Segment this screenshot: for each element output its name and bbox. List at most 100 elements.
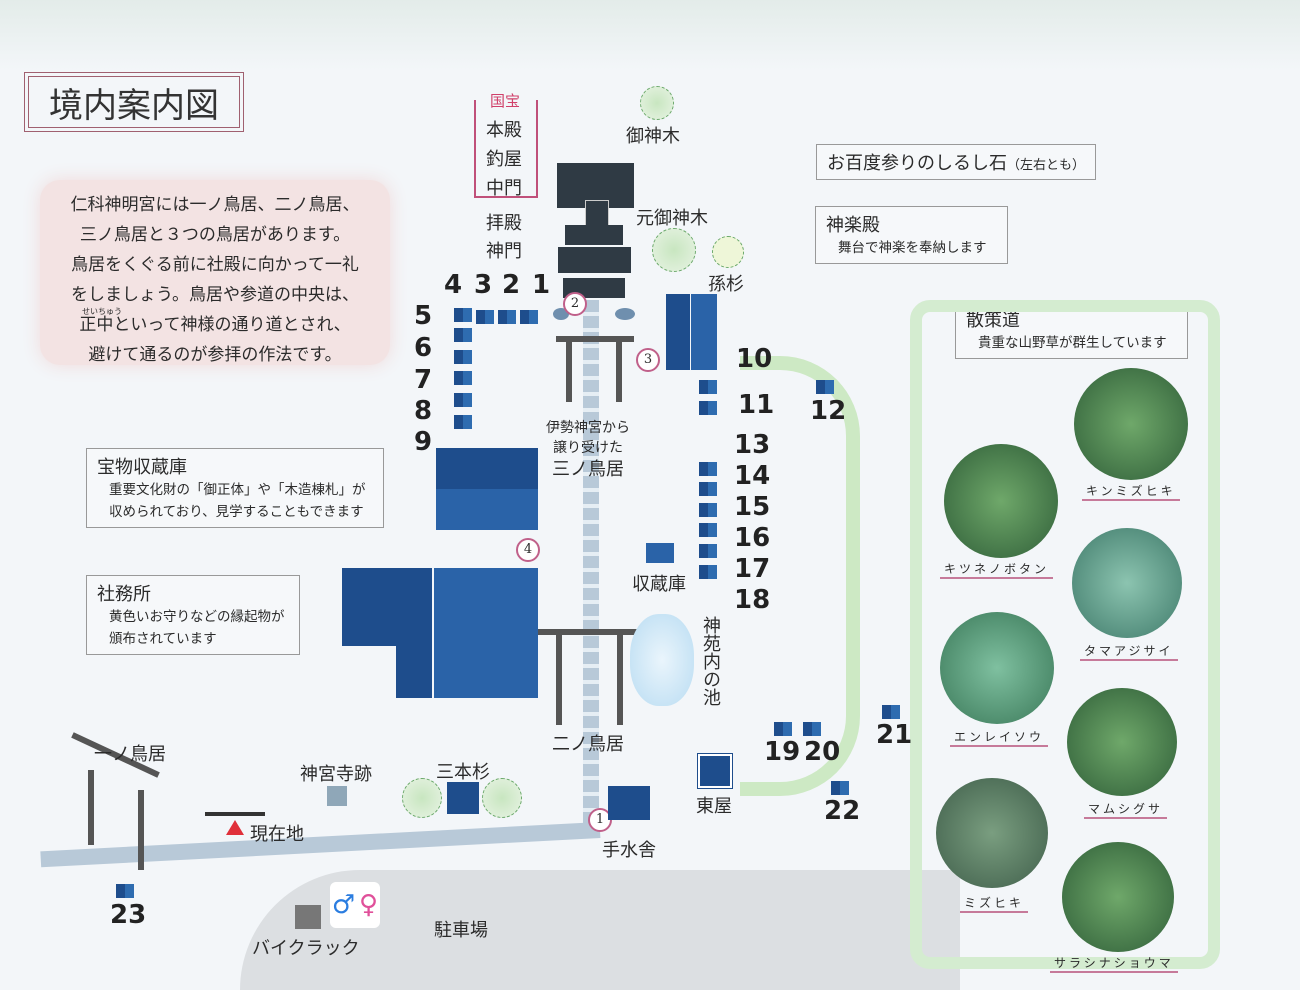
plant-photo-kitsunenobotan bbox=[944, 444, 1058, 558]
lantern bbox=[454, 415, 472, 429]
number-17: 17 bbox=[734, 554, 771, 584]
callout-title: 社務所 bbox=[97, 584, 151, 605]
kagura-den-half bbox=[691, 294, 717, 370]
marker-2: 2 bbox=[563, 292, 587, 316]
callout-kagura: 神楽殿舞台で神楽を奉納します bbox=[815, 206, 1008, 264]
treasure-house bbox=[436, 448, 538, 530]
plant-photo-sarashinashouma bbox=[1062, 842, 1174, 952]
callout-homotsu: 宝物収蔵庫重要文化財の「御正体」や「木造棟札」が収められており、見学することもで… bbox=[86, 448, 384, 528]
lantern bbox=[454, 393, 472, 407]
cedar-tree-icon bbox=[402, 778, 442, 818]
lantern bbox=[882, 705, 900, 719]
callout-title: お百度参りのしるし石 bbox=[827, 153, 1007, 174]
plant-label: ミズヒキ bbox=[960, 894, 1029, 913]
lantern bbox=[699, 401, 717, 415]
lantern bbox=[816, 380, 834, 394]
cedar-tree-icon bbox=[482, 778, 522, 818]
callout-desc: 貴重な山野草が群生しています bbox=[978, 335, 1167, 351]
sanbonsugi-building bbox=[447, 782, 479, 814]
ninotorii-label: 二ノ鳥居 bbox=[552, 734, 624, 755]
lantern bbox=[699, 482, 717, 496]
plant-photo-tamaajisai bbox=[1072, 528, 1182, 638]
lantern bbox=[498, 310, 516, 324]
haiden bbox=[558, 247, 631, 273]
sansaku-garden bbox=[910, 300, 1220, 969]
number-2: 2 bbox=[502, 270, 521, 300]
kagura-den bbox=[666, 294, 690, 370]
number-1: 1 bbox=[532, 270, 551, 300]
current-location-label: 現在地 bbox=[250, 824, 304, 845]
approach-road bbox=[40, 822, 601, 868]
lantern bbox=[699, 523, 717, 537]
torii-pillar bbox=[616, 342, 622, 402]
lantern bbox=[476, 310, 494, 324]
number-7: 7 bbox=[414, 365, 433, 395]
chumon bbox=[565, 225, 623, 245]
bike-rack-label: バイクラック bbox=[252, 938, 360, 959]
intro-line: 鳥居をくぐる前に社殿に向かって一礼 bbox=[71, 255, 359, 275]
shamusho-left bbox=[342, 568, 432, 698]
moto-goshinboku-tree-icon bbox=[652, 228, 696, 272]
callout-desc: 黄色いお守りなどの縁起物が bbox=[109, 609, 285, 625]
temizuya bbox=[608, 786, 650, 820]
callout-shamusho: 社務所黄色いお守りなどの縁起物が頒布されています bbox=[86, 575, 300, 655]
marker-4: 4 bbox=[516, 538, 540, 562]
torii-pillar bbox=[566, 342, 572, 402]
number-4: 4 bbox=[444, 270, 463, 300]
moto-goshinboku-label: 元御神木 bbox=[636, 208, 708, 229]
number-8: 8 bbox=[414, 396, 433, 426]
plant-label: タマアジサイ bbox=[1080, 642, 1178, 661]
intro-line: をしましょう。鳥居や参道の中央は、 bbox=[71, 285, 359, 305]
plant-label: キツネノボタン bbox=[940, 560, 1054, 579]
ise-line: 譲り受けた bbox=[553, 440, 623, 456]
plant-photo-mamushigusa bbox=[1067, 688, 1177, 796]
number-12: 12 bbox=[810, 396, 847, 426]
shamusho bbox=[434, 568, 538, 698]
plant-label: エンレイソウ bbox=[950, 728, 1049, 747]
shuzouko bbox=[646, 543, 674, 563]
marker-3: 3 bbox=[636, 348, 660, 372]
torii-pillar bbox=[88, 770, 94, 845]
plant-photo-kinmizuhiki bbox=[1074, 368, 1188, 480]
number-11: 11 bbox=[738, 390, 775, 420]
intro-line: 避けて通るのが参拝の作法です。 bbox=[88, 345, 342, 365]
ise-torii-label: 伊勢神宮から 譲り受けた 三ノ鳥居 bbox=[546, 418, 630, 482]
sando-path bbox=[583, 300, 599, 825]
intro-panel: 仁科神明宮には一ノ鳥居、二ノ鳥居、 三ノ鳥居と３つの鳥居があります。 鳥居をくぐ… bbox=[40, 180, 390, 365]
parking-label: 駐車場 bbox=[434, 920, 488, 941]
female-icon: ♀ bbox=[359, 890, 379, 920]
number-5: 5 bbox=[414, 301, 433, 331]
number-10: 10 bbox=[736, 344, 773, 374]
ninotorii bbox=[537, 629, 643, 635]
goshinboku-tree-icon bbox=[640, 86, 674, 120]
lantern bbox=[699, 380, 717, 394]
magosugi-tree-icon bbox=[712, 236, 744, 268]
number-13: 13 bbox=[734, 430, 771, 460]
jinguji-label: 神宮寺跡 bbox=[300, 764, 372, 785]
callout-title: 散策道 bbox=[966, 310, 1020, 331]
callout-title: 宝物収蔵庫 bbox=[97, 457, 187, 478]
lantern bbox=[774, 722, 792, 736]
plant-label: マムシグサ bbox=[1084, 800, 1168, 819]
treasure-list: 本殿 釣屋 中門 bbox=[486, 116, 522, 203]
pond-label: 神苑内の池 bbox=[700, 616, 721, 706]
sanbonsugi-label: 三本杉 bbox=[436, 762, 490, 783]
number-3: 3 bbox=[474, 270, 493, 300]
ohyakudo-stone-right bbox=[615, 308, 635, 320]
lantern bbox=[699, 565, 717, 579]
lantern bbox=[116, 884, 134, 898]
shinmon-label: 神門 bbox=[486, 241, 522, 262]
plant-photo-mizuhiki bbox=[936, 778, 1048, 888]
sannotorii-label: 三ノ鳥居 bbox=[552, 459, 624, 480]
lantern bbox=[699, 462, 717, 476]
lantern bbox=[454, 371, 472, 385]
ichinotorii-label: 一ノ鳥居 bbox=[94, 744, 166, 765]
intro-line: 正中といって神様の通り道とされ、 bbox=[79, 315, 351, 335]
lantern bbox=[699, 544, 717, 558]
plant-label: サラシナショウマ bbox=[1050, 954, 1178, 973]
torii-pillar bbox=[556, 635, 562, 725]
pond bbox=[630, 614, 694, 706]
magosugi-label: 孫杉 bbox=[708, 274, 744, 295]
national-treasure-label: 国宝 bbox=[488, 90, 523, 111]
number-15: 15 bbox=[734, 492, 771, 522]
